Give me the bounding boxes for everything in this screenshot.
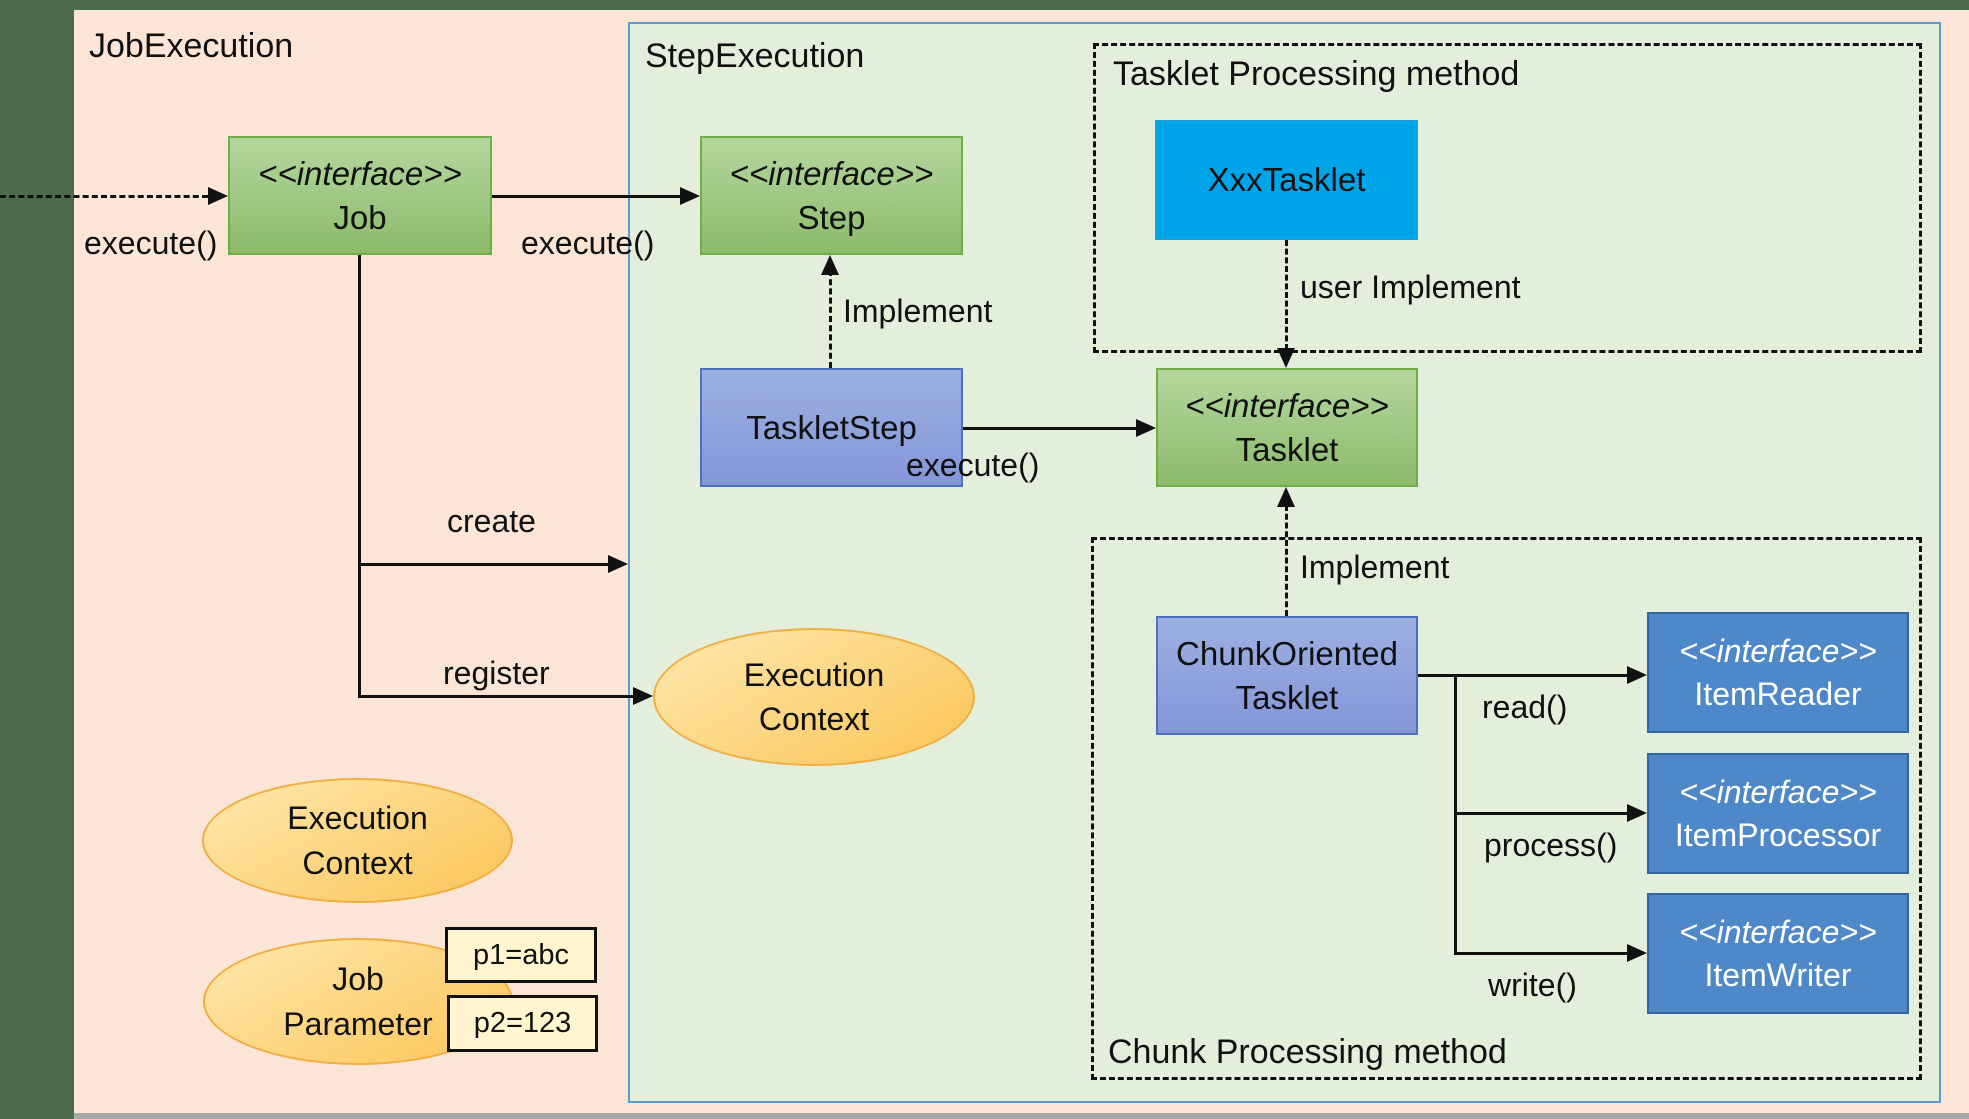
job-execution-title: JobExecution [89, 27, 294, 65]
edge-write-line [1454, 952, 1627, 955]
edge-implement-chunk-line [1285, 505, 1288, 616]
edge-read-line [1454, 674, 1627, 677]
edge-execute-tasklet-arrowhead [1136, 419, 1156, 437]
chunk-processing-label: Chunk Processing method [1108, 1033, 1507, 1071]
edge-create-label: create [447, 503, 536, 539]
chunk-oriented-line2: Tasklet [1235, 678, 1339, 716]
edge-user-implement-label: user Implement [1300, 269, 1521, 305]
ec-job-line1: Execution [287, 800, 428, 837]
edge-implement-chunk-label: Implement [1300, 549, 1450, 585]
ec-step-line2: Context [758, 701, 870, 737]
tasklet-step-name: TaskletStep [746, 408, 917, 446]
edge-user-implement-line [1285, 240, 1288, 350]
param-p2-box: p2=123 [447, 995, 598, 1052]
step-execution-title: StepExecution [645, 37, 865, 75]
edge-implement-chunk-arrowhead [1277, 487, 1295, 507]
chunk-processing-group [1091, 537, 1922, 1080]
edge-write-label: write() [1488, 967, 1577, 1003]
item-writer-name: ItemWriter [1704, 956, 1852, 993]
edge-process-label: process() [1484, 827, 1618, 863]
step-name: Step [797, 198, 866, 236]
edge-implement-step-label: Implement [843, 293, 993, 329]
param-p2-text: p2=123 [473, 1007, 572, 1039]
item-writer-stereotype: <<interface>> [1679, 914, 1877, 951]
tasklet-name: Tasklet [1235, 430, 1339, 468]
edge-register-label: register [443, 655, 550, 691]
item-processor-stereotype: <<interface>> [1679, 774, 1877, 811]
tasklet-stereotype: <<interface>> [1185, 386, 1389, 424]
chunk-oriented-line1: ChunkOriented [1176, 634, 1398, 672]
edge-implement-step-line [829, 270, 832, 368]
item-reader-stereotype: <<interface>> [1679, 633, 1877, 670]
edge-execute-tasklet-line [963, 427, 1136, 430]
job-interface-box: <<interface>> Job [228, 136, 492, 255]
ec-step-line1: Execution [743, 656, 885, 693]
param-p1-box: p1=abc [445, 927, 597, 983]
edge-job-trunk-line [358, 255, 361, 698]
item-reader-box: <<interface>> ItemReader [1647, 612, 1909, 733]
edge-read-arrowhead [1627, 666, 1647, 684]
job-name: Job [333, 198, 387, 236]
item-processor-name: ItemProcessor [1674, 816, 1882, 853]
edge-job-step-arrowhead [680, 187, 700, 205]
item-writer-box: <<interface>> ItemWriter [1647, 893, 1909, 1014]
tasklet-interface-box: <<interface>> Tasklet [1156, 368, 1418, 487]
xxx-tasklet-name: XxxTasklet [1207, 161, 1366, 199]
execution-context-step-ellipse: Execution Context [653, 628, 975, 766]
execution-context-job-ellipse: Execution Context [202, 778, 513, 903]
edge-chunk-out-line [1418, 674, 1457, 677]
job-parameter-line1: Job [332, 961, 384, 998]
bottom-gray-strip [74, 1113, 1969, 1119]
chunk-oriented-tasklet-box: ChunkOriented Tasklet [1156, 616, 1418, 735]
tasklet-processing-label: Tasklet Processing method [1113, 55, 1520, 93]
edge-write-arrowhead [1627, 944, 1647, 962]
edge-implement-step-arrowhead [821, 255, 839, 275]
edge-read-label: read() [1482, 689, 1568, 725]
edge-job-step-label: execute() [521, 225, 655, 261]
edge-register-arrowhead [633, 687, 653, 705]
edge-create-line [358, 563, 608, 566]
tasklet-processing-group [1093, 43, 1922, 353]
ec-job-line2: Context [302, 844, 413, 881]
param-p1-text: p1=abc [473, 938, 569, 971]
item-processor-box: <<interface>> ItemProcessor [1647, 753, 1909, 874]
edge-register-line [358, 695, 633, 698]
edge-process-arrowhead [1627, 804, 1647, 822]
step-stereotype: <<interface>> [729, 154, 934, 192]
edge-execute-into-job-line [0, 195, 208, 198]
job-stereotype: <<interface>> [258, 154, 462, 192]
edge-execute-into-job-arrowhead [208, 187, 228, 205]
item-reader-name: ItemReader [1694, 675, 1862, 712]
edge-job-step-line [492, 195, 680, 198]
step-interface-box: <<interface>> Step [700, 136, 963, 255]
tasklet-step-box: TaskletStep [700, 368, 963, 487]
xxx-tasklet-box: XxxTasklet [1155, 120, 1418, 240]
job-parameter-line2: Parameter [283, 1005, 433, 1042]
edge-process-line [1454, 812, 1627, 815]
edge-user-implement-arrowhead [1277, 348, 1295, 368]
edge-execute-into-job-label: execute() [84, 225, 218, 261]
edge-create-arrowhead [608, 555, 628, 573]
edge-execute-tasklet-label: execute() [906, 447, 1040, 483]
